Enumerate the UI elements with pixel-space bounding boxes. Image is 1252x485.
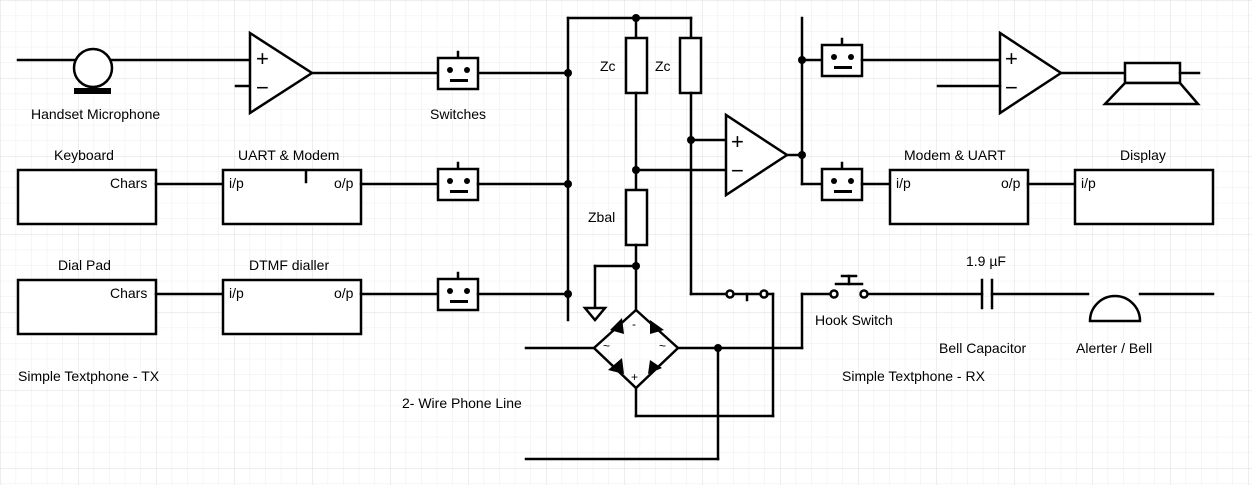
switch-keyboard-icon[interactable] [436, 161, 480, 202]
keyboard-label: Keyboard [54, 147, 114, 163]
alerter-bell-label: Alerter / Bell [1076, 340, 1152, 356]
modem-uart-op-port: o/p [1001, 175, 1021, 191]
hybrid-opamp-minus: − [731, 158, 744, 183]
zbal-label: Zbal [588, 209, 615, 225]
simple-textphone-tx-label: Simple Textphone - TX [18, 368, 160, 384]
bridge-minus-label: - [632, 317, 636, 331]
dtmf-op-port: o/p [334, 285, 354, 301]
tx-opamp-minus: − [256, 75, 269, 100]
switches-label: Switches [430, 106, 486, 122]
display-block[interactable] [1073, 168, 1215, 226]
switch-dialpad-icon[interactable] [436, 271, 480, 312]
display-label: Display [1120, 147, 1166, 163]
zc-2-label: Zc [655, 58, 671, 74]
zbal-resistor[interactable] [624, 188, 649, 247]
switch-rx-speaker-icon[interactable] [820, 37, 864, 78]
handset-microphone-icon[interactable] [72, 47, 114, 94]
speaker-icon[interactable] [1102, 61, 1201, 106]
keyboard-chars-port: Chars [110, 175, 147, 191]
bridge-ac-right-label: ~ [659, 339, 666, 353]
dial-pad-block[interactable] [16, 278, 158, 336]
dial-pad-chars-port: Chars [110, 285, 147, 301]
uart-modem-ip-port: i/p [229, 175, 244, 191]
tx-opamp[interactable]: + − [248, 30, 315, 116]
rx-opamp[interactable]: + − [998, 30, 1064, 116]
dtmf-dialler-label: DTMF dialler [249, 257, 329, 273]
uart-modem-block[interactable] [221, 168, 363, 226]
tx-opamp-plus: + [256, 46, 269, 71]
simple-textphone-rx-label: Simple Textphone - RX [842, 368, 986, 384]
modem-uart-ip-port: i/p [896, 175, 911, 191]
bridge-ac-left-label: ~ [603, 339, 610, 353]
zc-1-label: Zc [600, 58, 616, 74]
ground-icon [582, 264, 638, 322]
zc-2-resistor[interactable] [678, 36, 703, 95]
zc-1-resistor[interactable] [624, 36, 649, 95]
modem-uart-label: Modem & UART [904, 147, 1006, 163]
two-wire-phone-line-label: 2- Wire Phone Line [402, 395, 522, 411]
keyboard-block[interactable] [16, 168, 158, 226]
switch-rx-modem-icon[interactable] [820, 161, 864, 202]
dial-pad-label: Dial Pad [58, 257, 111, 273]
modem-uart-block[interactable] [888, 168, 1030, 226]
uart-modem-op-port: o/p [334, 175, 354, 191]
hybrid-opamp-plus: + [731, 129, 744, 154]
capacitor-value-label: 1.9 µF [966, 253, 1006, 269]
dtmf-dialler-block[interactable] [221, 278, 363, 336]
bell-capacitor-label: Bell Capacitor [939, 340, 1026, 356]
alerter-bell-icon[interactable] [1088, 294, 1142, 323]
display-ip-port: i/p [1081, 175, 1096, 191]
uart-modem-label: UART & Modem [238, 147, 339, 163]
hook-switch-label: Hook Switch [815, 312, 893, 328]
bridge-rectifier[interactable]: - ~ ~ + [592, 308, 680, 390]
bridge-plus-label: + [631, 370, 638, 384]
hybrid-opamp[interactable]: + − [724, 112, 790, 198]
switch-mic-icon[interactable] [436, 50, 480, 91]
handset-microphone-label: Handset Microphone [31, 106, 160, 122]
rx-opamp-minus: − [1005, 75, 1018, 100]
rx-opamp-plus: + [1005, 46, 1018, 71]
dtmf-ip-port: i/p [229, 285, 244, 301]
hook-switch-icon[interactable] [829, 274, 869, 299]
